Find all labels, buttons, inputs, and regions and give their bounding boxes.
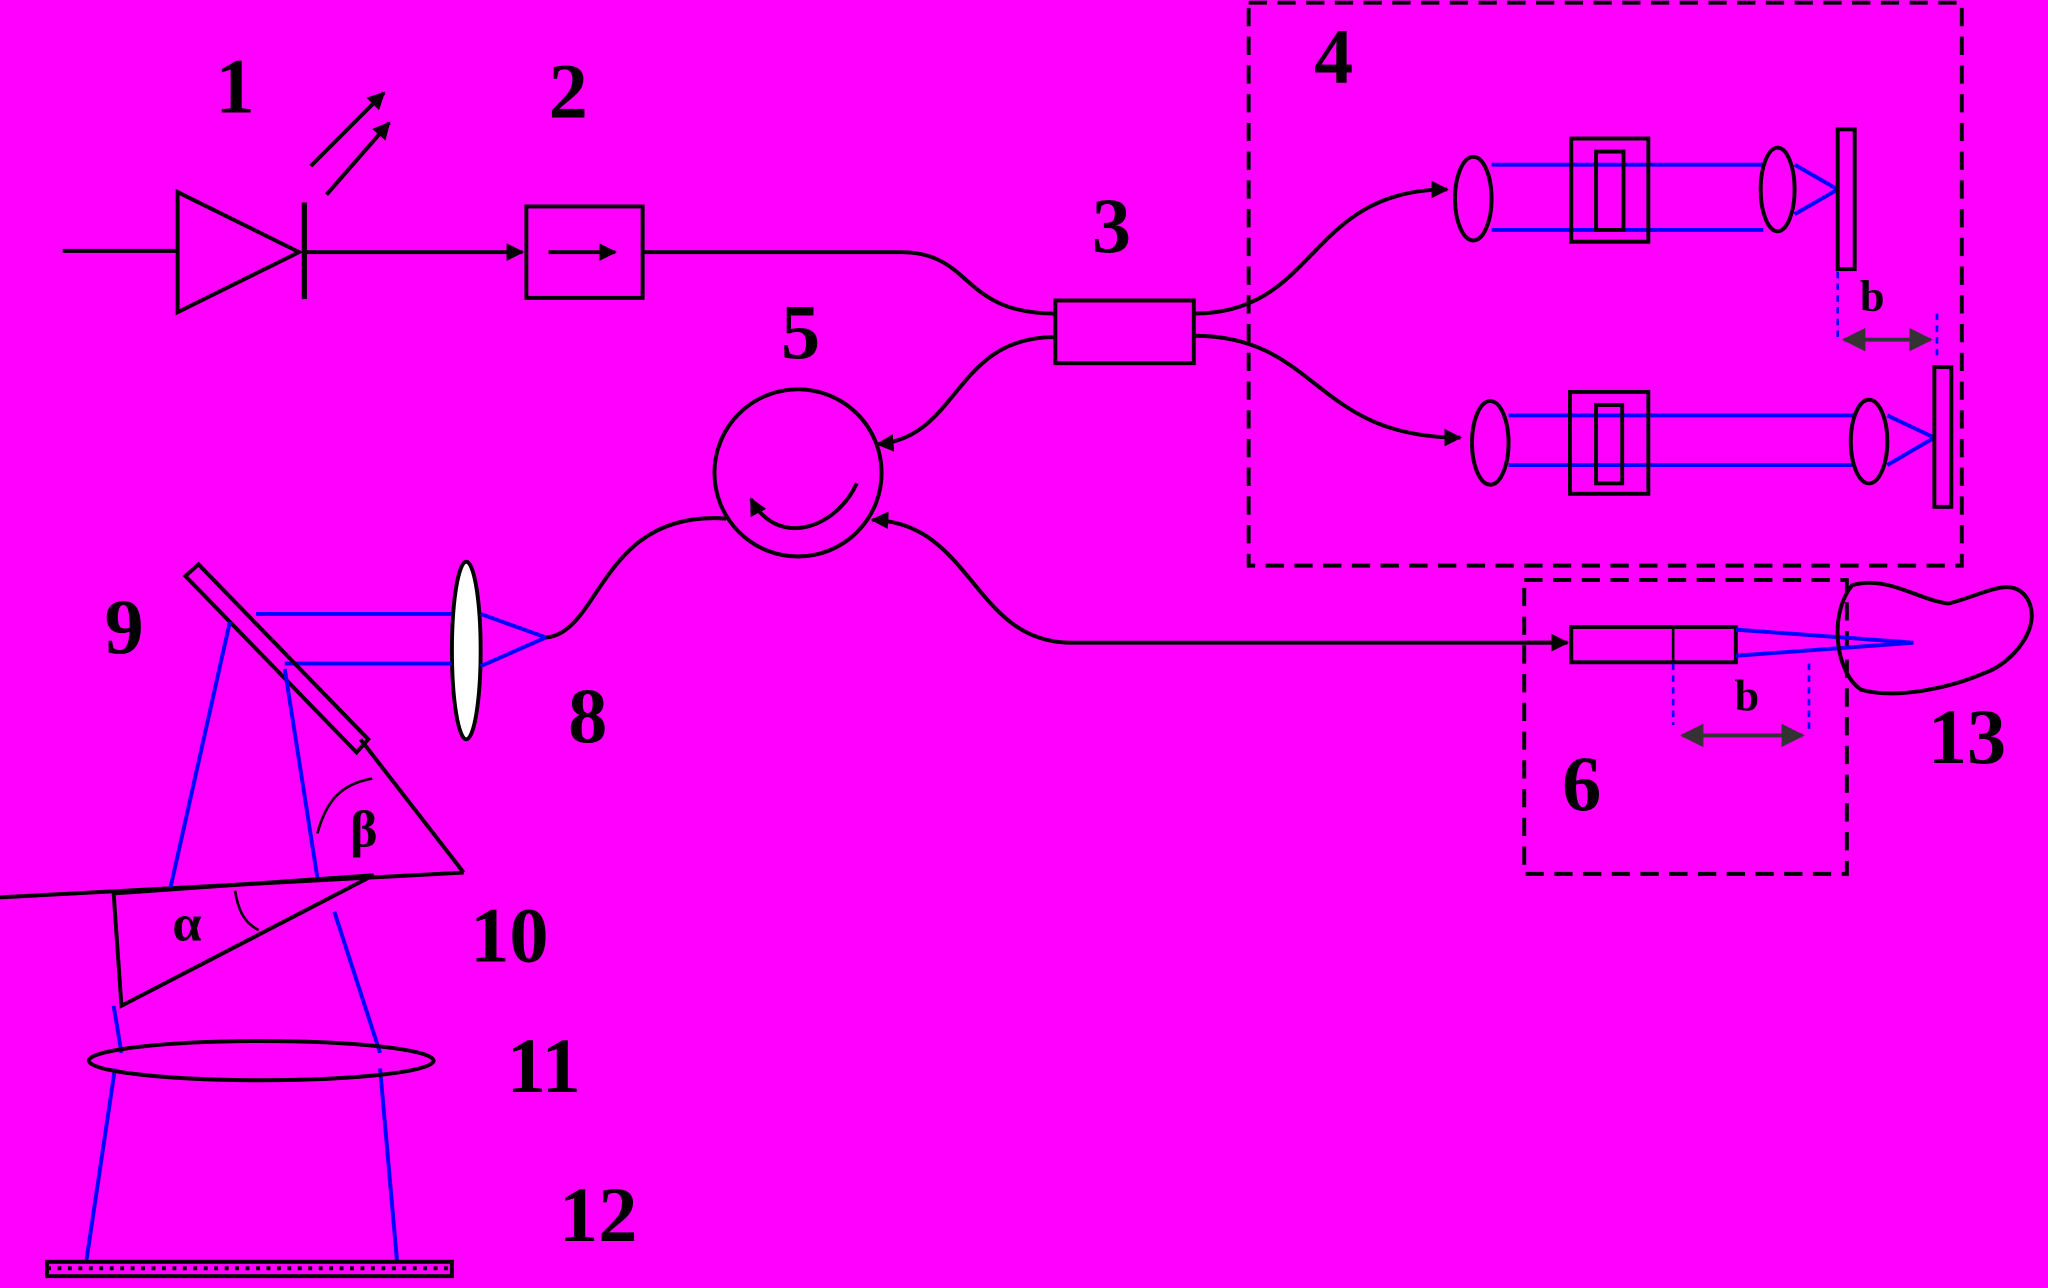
tissue-sample xyxy=(1835,580,2034,696)
label-11: 11 xyxy=(507,1022,581,1109)
optical-isolator xyxy=(524,204,645,300)
label-6: 6 xyxy=(1562,740,1601,827)
optical-fibers xyxy=(545,180,1570,652)
label-beta: β xyxy=(350,800,378,858)
label-1: 1 xyxy=(216,42,255,129)
label-10: 10 xyxy=(470,891,548,978)
optical-circulator xyxy=(712,387,884,559)
focusing-lens xyxy=(86,1039,436,1083)
label-5: 5 xyxy=(781,288,820,375)
label-13: 13 xyxy=(1928,693,2006,780)
reference-arm xyxy=(1246,0,1964,568)
label-3: 3 xyxy=(1092,182,1131,269)
light-source xyxy=(62,91,525,316)
label-2: 2 xyxy=(549,48,588,135)
label-8: 8 xyxy=(568,672,607,759)
label-9: 9 xyxy=(104,583,143,670)
fiber-coupler xyxy=(1053,298,1196,366)
collimator-lens xyxy=(255,559,547,742)
detector-array xyxy=(45,1259,454,1279)
label-12: 12 xyxy=(559,1171,637,1258)
label-b-reference: b xyxy=(1860,271,1885,321)
spectral-beams xyxy=(84,621,400,1263)
label-b-sample: b xyxy=(1735,671,1760,721)
sample-probe xyxy=(1522,578,1914,876)
label-alpha: α xyxy=(172,894,201,952)
prism xyxy=(111,873,375,1009)
label-4: 4 xyxy=(1314,12,1353,99)
